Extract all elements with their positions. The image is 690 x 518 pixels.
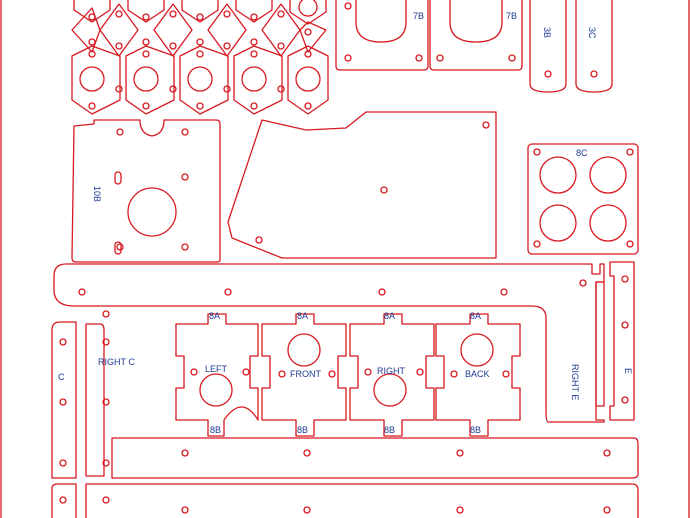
label-back: BACK bbox=[465, 369, 490, 379]
part-c-slat: C bbox=[51, 321, 77, 479]
label-8a-1: 8A bbox=[209, 311, 220, 321]
plate-back: 8A 8B BACK bbox=[435, 311, 521, 437]
label-8b-2: 8B bbox=[297, 425, 308, 435]
part-7b-right: 7B bbox=[429, 0, 523, 71]
label-c: C bbox=[58, 372, 65, 382]
label-front: FRONT bbox=[290, 369, 321, 379]
label-3b: 3B bbox=[542, 27, 552, 38]
label-10b: 10B bbox=[92, 186, 102, 202]
part-8c-plate: 8C bbox=[527, 143, 639, 255]
large-angled-panel bbox=[227, 111, 497, 259]
part-10b-plate: 10B bbox=[71, 119, 221, 263]
long-rail-lower-1 bbox=[111, 437, 639, 479]
part-7b-left: 7B bbox=[335, 0, 429, 71]
label-right: RIGHT bbox=[377, 366, 406, 376]
label-8c: 8C bbox=[576, 148, 588, 158]
long-rail-upper bbox=[53, 263, 605, 423]
part-3b-slat: 3B bbox=[529, 0, 567, 93]
label-right-c: RIGHT C bbox=[98, 357, 135, 367]
part-right-e-slat: RIGHT E bbox=[570, 281, 605, 407]
label-7b-right: 7B bbox=[506, 11, 517, 21]
label-8b-1: 8B bbox=[210, 425, 221, 435]
label-e: E bbox=[623, 368, 633, 374]
plate-left: 8A 8B LEFT bbox=[175, 311, 259, 437]
spacer-diamond-cluster bbox=[71, 0, 329, 115]
label-left: LEFT bbox=[205, 364, 228, 374]
label-3c: 3C bbox=[587, 27, 597, 39]
part-3c-slat: 3C bbox=[575, 0, 613, 93]
plate-front: 8A 8B FRONT bbox=[261, 311, 347, 437]
label-8a-3: 8A bbox=[384, 311, 395, 321]
part-right-c-slat: RIGHT C bbox=[85, 310, 135, 477]
label-8a-2: 8A bbox=[297, 311, 308, 321]
part-e-slat: E bbox=[609, 261, 635, 421]
label-7b-left: 7B bbox=[413, 11, 424, 21]
label-8b-3: 8B bbox=[384, 425, 395, 435]
plate-right: 8A 8B RIGHT bbox=[349, 311, 435, 437]
label-right-e: RIGHT E bbox=[570, 364, 580, 400]
label-8b-4: 8B bbox=[470, 425, 481, 435]
long-rail-lower-2 bbox=[51, 483, 639, 518]
label-8a-4: 8A bbox=[470, 311, 481, 321]
